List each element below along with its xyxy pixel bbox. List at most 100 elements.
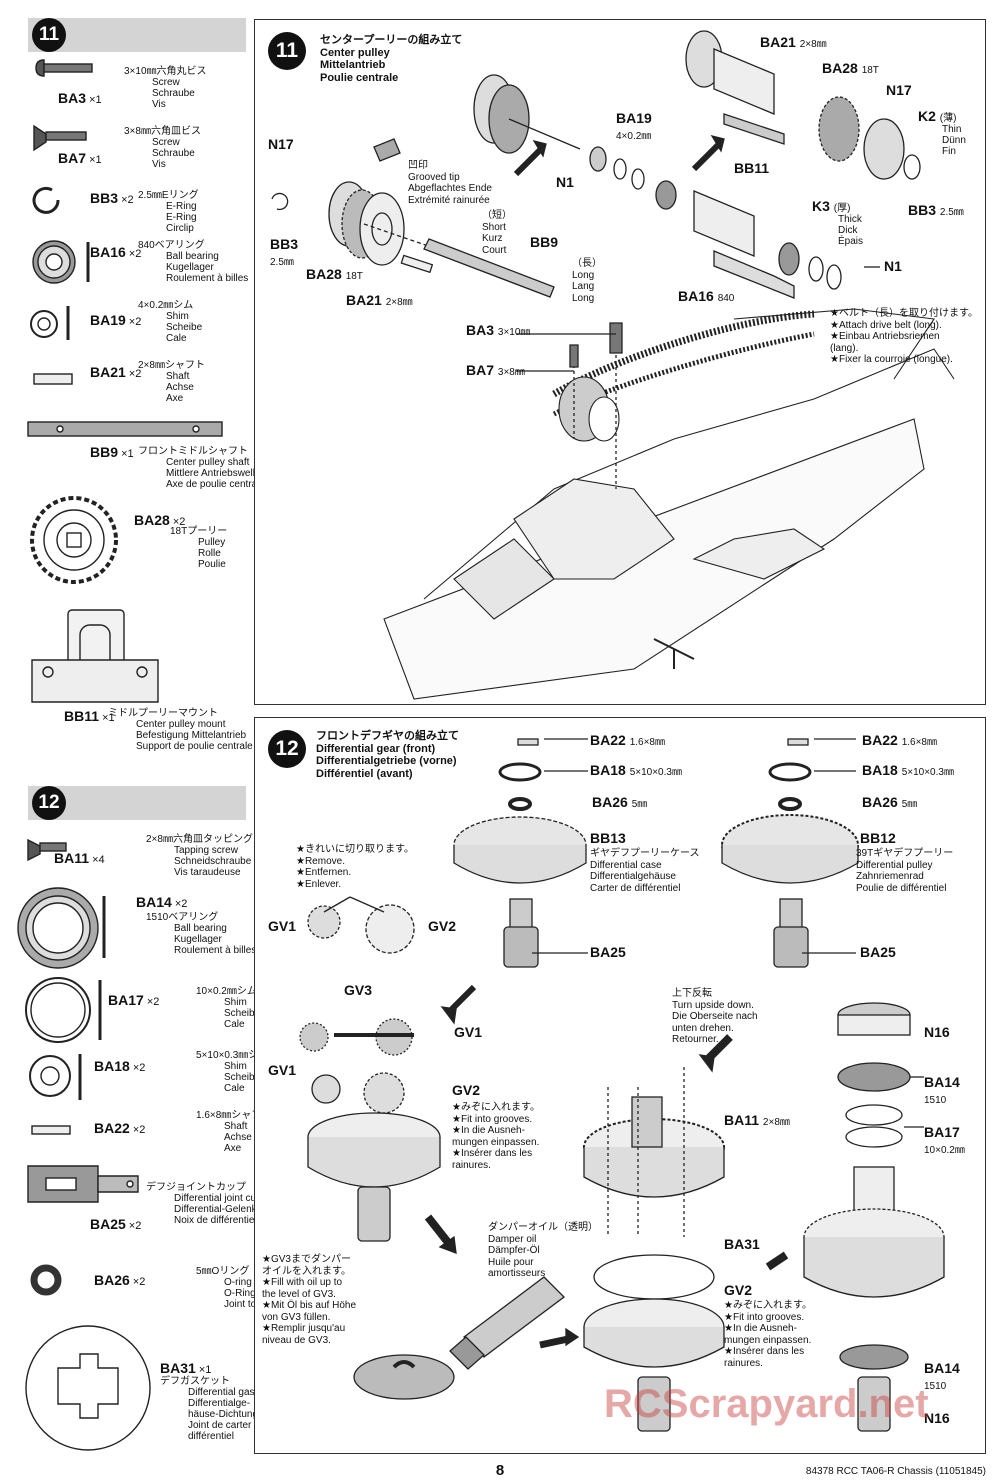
label-n1-right: N1 [884,258,902,274]
label-ba21-right: BA21 2×8㎜ [760,34,827,50]
part-code-ba25: BA25 ×2 [90,1216,141,1234]
description-line: Joint de carter de [188,1420,266,1431]
part-code-ba17: BA17 ×2 [108,992,159,1010]
label-ba3: BA3 3×10㎜ [466,322,531,338]
diff-case-lower [307,1112,441,1242]
title-en: Differential gear (front) [316,742,436,755]
description-line: Center pulley mount [136,719,226,730]
description-line: Cale [224,1083,245,1094]
center-shaft [423,238,555,298]
description-line: Befestigung Mittelantrieb [136,730,247,741]
part-code: BA31 [160,1360,196,1376]
watermark: RCScrapyard.net [604,1382,929,1426]
countersunk-screw-icon [33,124,87,152]
part-code-ba3: BA3 ×1 [58,90,102,108]
description-line: Differentialge- [188,1398,251,1409]
description-line: Rolle [198,548,221,559]
description-line: Shim [224,1061,247,1072]
title-de: Differentialgetriebe (vorne) [316,755,457,767]
part-code-ba26: BA26 ×2 [94,1272,145,1290]
description-line: Roulement à billes [166,273,249,284]
label-gv3: GV3 [344,982,373,998]
part-code-ba7: BA7 ×1 [58,150,102,168]
label-ba22-right: BA22 1.6×8㎜ [862,732,937,748]
description-line: 2.5㎜Eリング [138,190,199,201]
description-line: Support de poulie centrale [136,741,253,752]
label-bb12: BB12 [860,830,896,846]
note-remove: ★きれいに切り取ります。★Remove.★Entfernen.★Enlever. [296,844,414,890]
description-line: 5×10×0.3㎜シム [196,1050,269,1061]
part-code: BA16 [90,244,126,260]
label-ba28-left: BA28 18T [306,266,363,282]
description-line: デフガスケット [160,1376,230,1387]
part-code-ba14: BA14 ×2 [136,894,187,912]
page-number: 8 [495,1462,505,1479]
shim-icon [30,310,58,338]
label-bb13: BB13 [590,830,626,846]
description-line: Ball bearing [174,923,227,934]
label-gv2-b: GV2 [452,1082,481,1098]
part-quantity: ×4 [89,854,105,866]
part-code-ba18: BA18 ×2 [94,1058,145,1076]
part-code: BA7 [58,150,87,166]
diff-pulley-assembly [721,738,859,968]
label-n16-top: N16 [924,1024,950,1040]
large-shim-icon [25,977,91,1043]
label-ba21-left: BA21 2×8㎜ [346,292,413,308]
title-fr: Poulie centrale [320,71,399,84]
part-code-ba19: BA19 ×2 [90,312,141,330]
description-line: Circlip [166,223,194,234]
description-line: Pulley [198,537,226,548]
label-bb9: BB9 [530,234,559,250]
bearing-icon [32,240,76,284]
description-line: Noix de différentiel [174,1215,257,1226]
description-line: Tapping screw [174,845,238,856]
description-line: Schraube [152,148,195,159]
note-fit-grooves-1: ★みぞに入れます。★Fit into grooves.★In die Ausne… [452,1102,540,1171]
description-line: Differential gasket [188,1387,268,1398]
part-code: BB11 [64,708,100,724]
joint-cup-icon [27,1165,139,1203]
gasket-icon [25,1325,151,1451]
label-ba22-left: BA22 1.6×8㎜ [590,732,665,748]
description-line: Differential-Gelenkkapsel [174,1204,286,1215]
hex-screw-icon [35,59,93,77]
label-ba28-right: BA28 18T [822,60,879,76]
part-code: BA18 [94,1058,130,1074]
part-code-ba16: BA16 ×2 [90,244,141,262]
step-11-badge: 11 [32,18,66,52]
part-code: BA3 [58,90,87,106]
pulley-icon [30,496,118,584]
description-line: 840ベアリング [138,240,205,251]
part-code: BA14 [136,894,172,910]
title-ja: フロントデフギヤの組み立て [316,730,459,742]
description-line: Scheibe [224,1008,261,1019]
step-12-number: 12 [268,730,306,768]
description-line: 5㎜Oリング [196,1266,250,1277]
label-gv2-c: GV2 [724,1282,753,1298]
step-11-title: センタープーリーの組み立て Center pulley Mittelantrie… [320,34,462,84]
label-ba18-right: BA18 5×10×0.3㎜ [862,762,954,778]
part-code-ba11: BA11 ×4 [54,850,105,868]
note-attach-belt: ★ベルト（長）を取り付けます。★Attach drive belt (long)… [830,308,978,365]
part-code: BA22 [94,1120,130,1136]
label-gv1-c: GV1 [268,1062,297,1078]
part-code: BB9 [90,444,119,460]
description-line: 18Tプーリー [170,526,228,537]
description-line: différentiel [188,1431,234,1442]
